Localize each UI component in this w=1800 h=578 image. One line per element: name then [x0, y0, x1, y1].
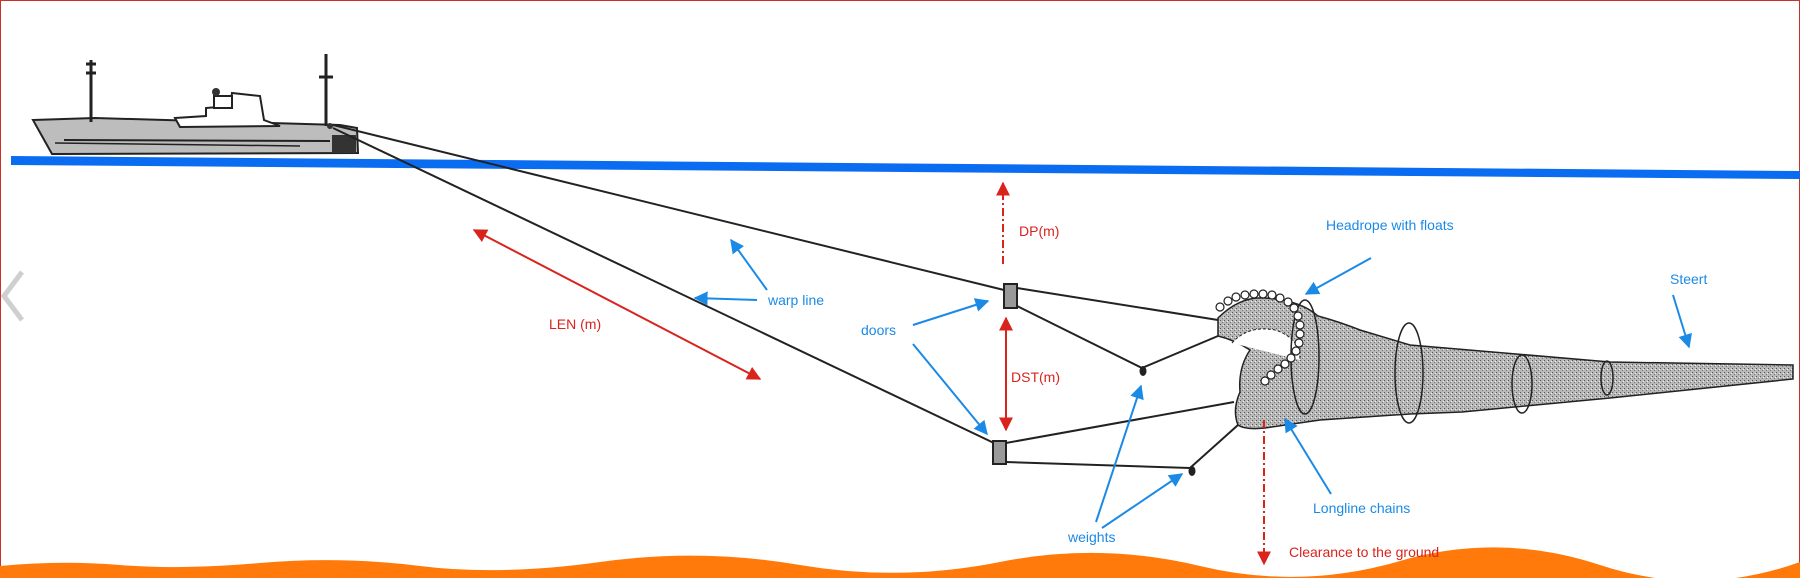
doors-arrow-upper — [912, 298, 990, 326]
doors-arrow-lower — [912, 343, 988, 436]
sea-surface-line — [11, 156, 1800, 179]
len-arrow — [472, 229, 762, 380]
trawl-net — [1215, 289, 1794, 430]
upper-bridles — [1016, 287, 1219, 321]
headrope-arrow — [1304, 257, 1372, 295]
warp-arrow-lower — [693, 291, 758, 306]
seabed — [0, 547, 1800, 578]
previous-chevron-icon[interactable] — [0, 270, 24, 322]
longline-chains-label: Longline chains — [1313, 500, 1410, 516]
steert-arrow — [1672, 294, 1692, 349]
steert-label: Steert — [1670, 271, 1707, 287]
weights-label: weights — [1067, 529, 1115, 545]
dst-label: DST(m) — [1011, 369, 1060, 385]
dp-label: DP(m) — [1019, 223, 1059, 239]
weights-arrow-upper — [1095, 384, 1144, 523]
lower-weight — [1188, 466, 1196, 476]
len-label: LEN (m) — [549, 316, 601, 332]
lower-door — [992, 440, 1007, 465]
lower-warp-line — [332, 127, 997, 445]
doors-label: doors — [861, 322, 896, 338]
upper-door — [1003, 283, 1018, 309]
headrope-label: Headrope with floats — [1326, 217, 1454, 233]
weights-arrow-lower — [1101, 473, 1184, 529]
warp-arrow-upper — [730, 238, 768, 291]
warp-line-label: warp line — [767, 292, 824, 308]
clearance-label: Clearance to the ground — [1289, 544, 1439, 560]
upper-weight — [1139, 366, 1147, 376]
lower-bridles — [1005, 401, 1235, 444]
trawler-ship-icon — [31, 54, 360, 156]
upper-warp-line — [332, 124, 1005, 291]
longline-arrow — [1284, 417, 1332, 495]
